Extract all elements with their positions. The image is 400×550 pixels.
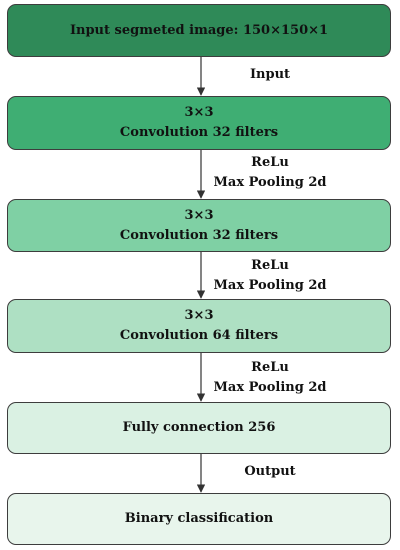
- edge-label-max-pooling: Max Pooling 2d: [213, 278, 327, 293]
- node-input-image-label: Input segmeted image: 150×150×1: [69, 22, 329, 38]
- edge-label-input-text: Input: [249, 67, 291, 82]
- node-conv2-kernel: 3×3: [184, 207, 214, 223]
- node-conv2: 3×3 Convolution 32 filters: [7, 199, 391, 252]
- edge-label-relu: ReLu: [251, 155, 289, 170]
- edge-label-max-pooling: Max Pooling 2d: [213, 175, 327, 190]
- node-input-image: Input segmeted image: 150×150×1: [7, 4, 391, 57]
- edge-label-relu: ReLu: [251, 258, 289, 273]
- node-conv3-label: Convolution 64 filters: [119, 328, 279, 343]
- node-conv3-kernel: 3×3: [184, 308, 214, 323]
- edge-label-output: Output: [232, 462, 308, 482]
- edge-label-relu: ReLu: [251, 360, 289, 375]
- node-conv1: 3×3 Convolution 32 filters: [7, 96, 391, 150]
- edge-label-conv3-activation: ReLu Max Pooling 2d: [205, 358, 335, 398]
- node-binary-classification: Binary classification: [7, 493, 391, 545]
- node-conv2-label: Convolution 32 filters: [119, 227, 279, 243]
- node-conv3: 3×3 Convolution 64 filters: [7, 299, 391, 353]
- edge-label-max-pooling: Max Pooling 2d: [213, 380, 327, 395]
- edge-label-conv2-activation: ReLu Max Pooling 2d: [205, 256, 335, 296]
- edge-label-output-text: Output: [244, 464, 296, 479]
- node-fully-connected-label: Fully connection 256: [122, 420, 276, 435]
- node-conv1-label: Convolution 32 filters: [119, 125, 279, 140]
- edge-label-conv1-activation: ReLu Max Pooling 2d: [205, 153, 335, 193]
- node-conv1-kernel: 3×3: [184, 105, 214, 120]
- edge-label-input: Input: [232, 65, 308, 85]
- node-binary-classification-label: Binary classification: [124, 511, 274, 526]
- node-fully-connected: Fully connection 256: [7, 402, 391, 454]
